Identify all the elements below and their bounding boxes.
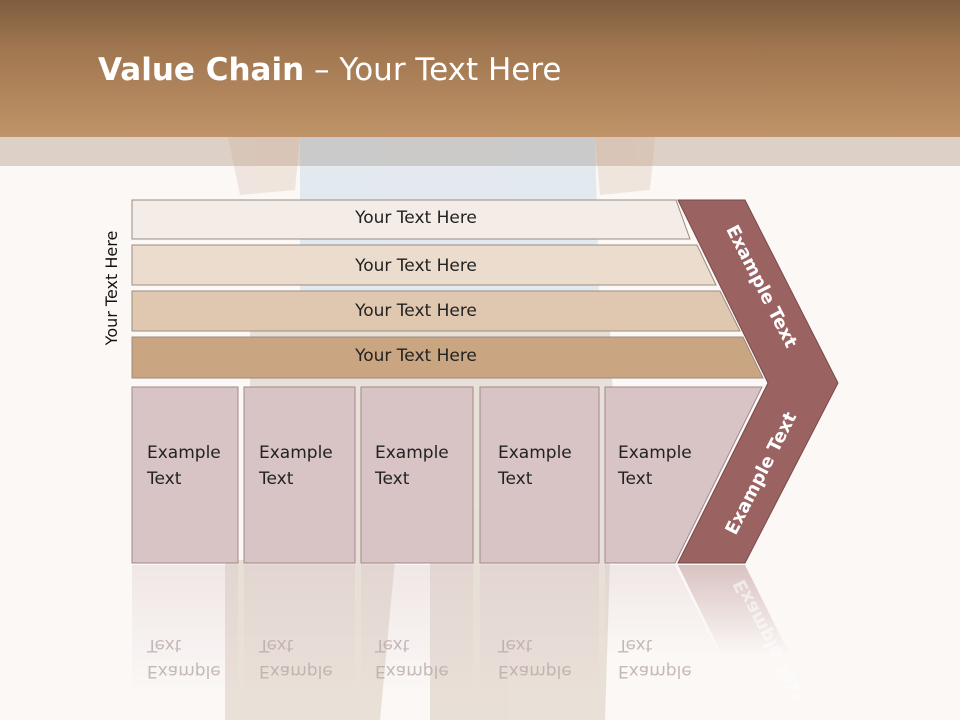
box-5-refl-line1: Example	[618, 661, 692, 681]
box-5-refl-line2: Text	[618, 635, 653, 655]
box-5-line2: Text	[618, 469, 653, 489]
box-2-refl-line1: Example	[259, 661, 333, 681]
bar-1-shape	[131, 199, 691, 240]
box-4-reflection: Example Text	[498, 632, 572, 684]
box-1-refl-line2: Text	[147, 635, 182, 655]
box-3-refl-line1: Example	[375, 661, 449, 681]
box-1-shape	[131, 386, 239, 564]
box-5-line1: Example	[618, 443, 692, 463]
title-rest: – Your Text Here	[304, 52, 562, 88]
bar-4-label: Your Text Here	[355, 346, 477, 366]
box-4-line1: Example	[498, 443, 572, 463]
bar-3-shape	[131, 290, 741, 332]
box-2-shape	[243, 386, 356, 564]
box-5-shape	[604, 386, 763, 564]
box-2-reflection: Example Text	[259, 632, 333, 684]
box-3-refl-line2: Text	[375, 635, 410, 655]
box-3-line1: Example	[375, 443, 449, 463]
box-2-line1: Example	[259, 443, 333, 463]
box-4-refl-line1: Example	[498, 661, 572, 681]
box-1-refl-line1: Example	[147, 661, 221, 681]
bar-2-label: Your Text Here	[355, 256, 477, 276]
box-1-line2: Text	[147, 469, 182, 489]
box-3-shape	[360, 386, 474, 564]
title-bar	[0, 0, 960, 137]
box-4-refl-line2: Text	[498, 635, 533, 655]
box-3-reflection: Example Text	[375, 632, 449, 684]
bar-2-shape	[131, 244, 717, 286]
slide-title: Value Chain – Your Text Here	[98, 52, 561, 88]
title-bold: Value Chain	[98, 52, 305, 88]
box-2-line2: Text	[259, 469, 294, 489]
header-band	[0, 137, 960, 166]
box-4-shape	[479, 386, 600, 564]
bar-1-label: Your Text Here	[355, 208, 477, 228]
box-1-line1: Example	[147, 443, 221, 463]
box-2-refl-line2: Text	[259, 635, 294, 655]
bar-4-shape	[131, 336, 764, 379]
box-3-line2: Text	[375, 469, 410, 489]
side-label: Your Text Here	[102, 230, 121, 346]
bar-3-label: Your Text Here	[355, 301, 477, 321]
chevron-shape	[677, 199, 839, 564]
box-4-line2: Text	[498, 469, 533, 489]
box-5-reflection: Example Text	[618, 632, 692, 684]
box-1-reflection: Example Text	[147, 632, 221, 684]
